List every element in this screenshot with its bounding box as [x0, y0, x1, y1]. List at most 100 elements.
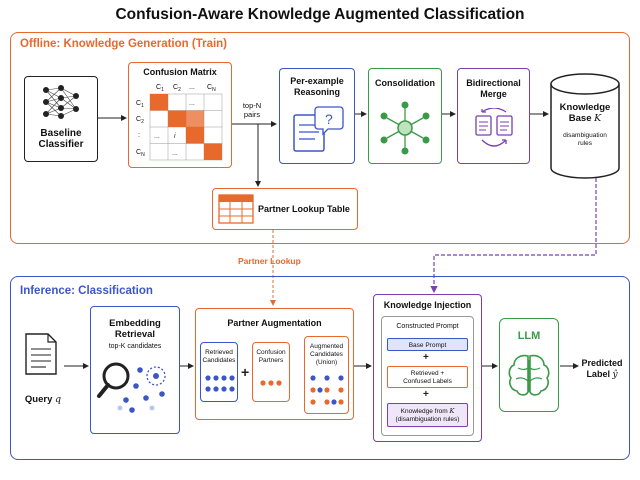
- baseline-line1: Baseline: [40, 128, 82, 139]
- topk-label: top-K candidates: [108, 343, 162, 350]
- inference-panel: [10, 276, 630, 460]
- topn-line1: top-N: [242, 101, 262, 110]
- consolidation-label: Consolidation: [375, 78, 435, 88]
- kb-line1: Knowledge: [559, 102, 611, 113]
- row-header-1: C1: [136, 100, 144, 109]
- kb-sub2: rules: [577, 140, 593, 147]
- knowledge-base-arrow: [430, 178, 597, 294]
- col-header-2: C2: [173, 84, 181, 93]
- baseline-line2: Classifier: [38, 139, 84, 150]
- topn-label: top-N pairs: [234, 101, 270, 119]
- embedding-retrieval-label: Embedding Retrieval: [90, 318, 180, 340]
- confusion-partners-label: Confusion Partners: [252, 349, 290, 365]
- row-header-dots: :: [138, 132, 140, 139]
- confusion-partners-box: [252, 342, 290, 402]
- document-question-icon: ?: [293, 106, 344, 152]
- consolidation-hub-icon: [380, 101, 430, 155]
- offline-panel-label: Offline: Knowledge Generation (Train): [20, 38, 228, 50]
- matrix-cell: [150, 94, 168, 111]
- knowledge-symbol: K: [449, 407, 455, 415]
- query-symbol: q: [55, 394, 62, 405]
- knowledge-base-sublabel: disambiguation rules: [549, 132, 621, 148]
- confusion-matrix-grid: C1 C2 ... CN C1 C2 : CN ... i ... ...: [136, 84, 223, 161]
- augmented-line3: (Union): [315, 359, 338, 366]
- matrix-cell: [186, 110, 204, 127]
- plus-sign: +: [241, 364, 250, 380]
- query-text: Query: [24, 394, 53, 405]
- augmented-line2: Candidates: [310, 351, 343, 358]
- merge-box: [457, 68, 530, 164]
- matrix-cell-i: i: [174, 133, 176, 140]
- page-title: Confusion-Aware Knowledge Augmented Clas…: [115, 6, 525, 23]
- reasoning-line2: Reasoning: [293, 87, 340, 97]
- partners-line1: Confusion: [256, 349, 286, 356]
- topn-line2: pairs: [243, 110, 261, 119]
- row-header-n: CN: [136, 149, 145, 158]
- merge-line1: Bidirectional: [466, 78, 521, 88]
- baseline-classifier-label: Baseline Classifier: [24, 128, 98, 150]
- constructed-prompt-label: Constructed Prompt: [396, 323, 459, 330]
- reasoning-label: Per-example Reasoning: [279, 76, 355, 98]
- matrix-cell: [204, 143, 222, 160]
- augmented-line1: Augmented: [309, 343, 344, 350]
- retrieved-confused-line1: Retrieved +: [410, 370, 445, 377]
- merge-label: Bidirectional Merge: [457, 78, 530, 100]
- partner-dots: [260, 380, 282, 386]
- table-icon: [218, 194, 254, 224]
- neural-network-icon: [43, 85, 79, 119]
- knowledge-base-label: Knowledge Base K: [549, 102, 621, 124]
- retrieved-line1: Retrieved: [205, 349, 233, 356]
- knowledge-injection-title: Knowledge Injection: [383, 300, 472, 310]
- confusion-matrix-title: Confusion Matrix: [143, 67, 217, 77]
- query-label: Query q: [14, 394, 72, 405]
- offline-panel: [10, 32, 630, 244]
- partners-line2: Partners: [258, 357, 284, 364]
- predicted-label: Predicted Label ŷ: [578, 358, 626, 381]
- matrix-cell-dots: ...: [189, 100, 195, 107]
- embedding-line1: Embedding: [109, 318, 161, 329]
- knowledge-rules-box: Knowledge from K (disambiguation rules): [387, 403, 468, 427]
- retrieved-candidates-box: [200, 342, 238, 402]
- retrieved-confused-line2: Confused Labels: [403, 378, 452, 385]
- kb-sub1: disambiguation: [563, 132, 607, 139]
- kb-symbol: K: [594, 113, 602, 124]
- partner-lookup-table-label: Partner Lookup Table: [258, 204, 350, 214]
- predicted-symbol: ŷ: [612, 370, 618, 380]
- matrix-cell: [186, 127, 204, 144]
- knowledge-from-text: Knowledge from: [400, 408, 448, 415]
- llm-label: LLM: [517, 330, 541, 342]
- retrieved-dots: [205, 375, 235, 392]
- matrix-cell-dots: ...: [172, 150, 178, 157]
- augmented-dots: [310, 375, 344, 405]
- col-header-dots: ...: [189, 84, 195, 91]
- matrix-cell-dots: ...: [154, 133, 160, 140]
- col-header-1: C1: [156, 84, 164, 93]
- retrieved-confused-labels-box: Retrieved + Confused Labels: [387, 366, 468, 388]
- retrieved-line2: Candidates: [202, 357, 236, 364]
- embedding-line2: Retrieval: [114, 329, 156, 340]
- predicted-line1: Predicted: [581, 358, 623, 368]
- brain-icon: [508, 354, 550, 396]
- partner-lookup-label: Partner Lookup: [238, 256, 301, 266]
- matrix-cell: [168, 110, 186, 127]
- plus-sign: +: [423, 389, 429, 400]
- plus-sign: +: [423, 352, 429, 363]
- inference-panel-label: Inference: Classification: [20, 285, 153, 297]
- reasoning-line1: Per-example: [290, 76, 344, 86]
- base-prompt-box: Base Prompt: [387, 338, 468, 351]
- augmented-candidates-label: Augmented Candidates (Union): [304, 343, 349, 367]
- row-header-2: C2: [136, 116, 144, 125]
- database-cylinder-icon: [550, 73, 620, 179]
- question-mark: ?: [325, 111, 333, 127]
- knowledge-rules-line2: (disambiguation rules): [395, 416, 460, 423]
- predicted-line2: Label: [586, 369, 610, 379]
- merge-line2: Merge: [480, 89, 507, 99]
- magnifier-search-icon: [97, 362, 166, 413]
- query-document-icon: [25, 333, 57, 375]
- partner-augmentation-title: Partner Augmentation: [227, 318, 322, 328]
- merge-documents-icon: [475, 108, 513, 147]
- retrieved-candidates-label: Retrieved Candidates: [200, 349, 238, 365]
- col-header-n: CN: [207, 84, 216, 93]
- kb-line2: Base: [568, 113, 592, 124]
